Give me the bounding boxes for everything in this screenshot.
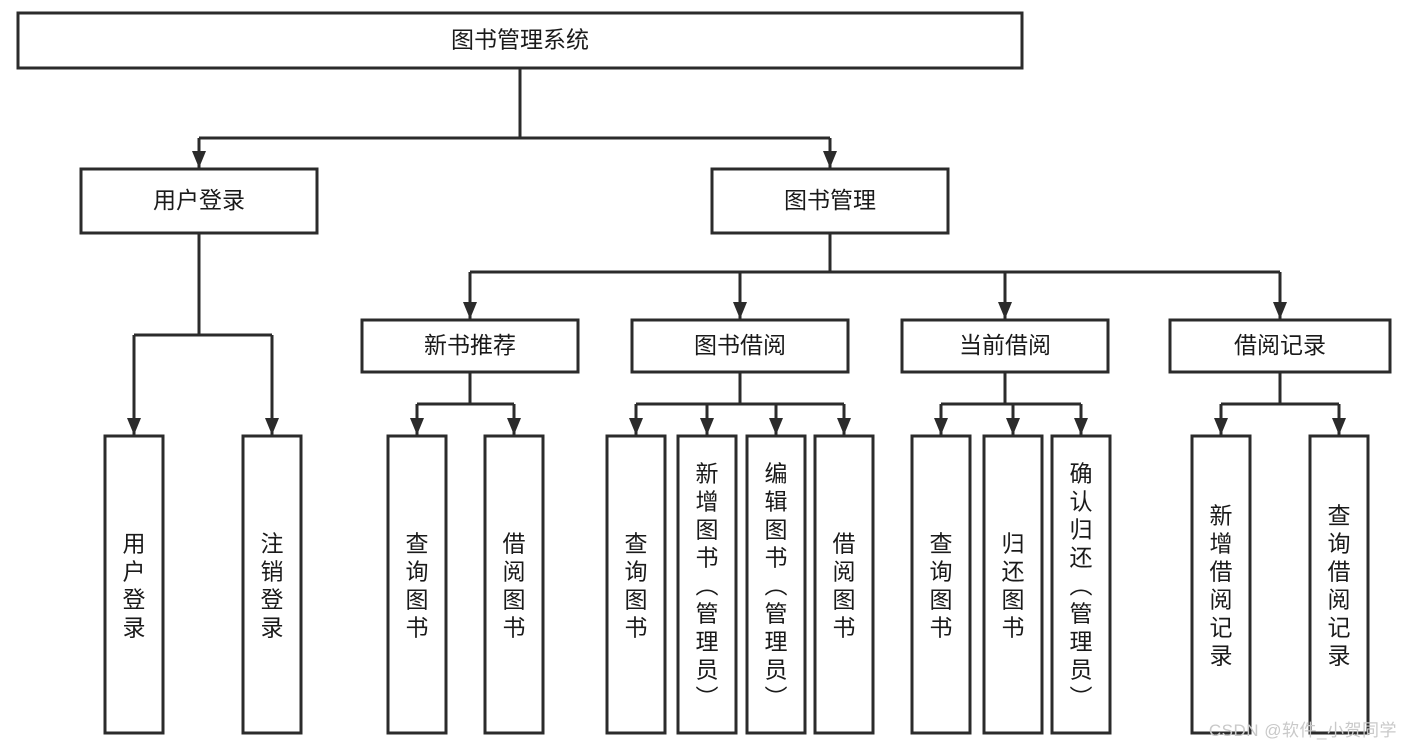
- connector-layer: [127, 68, 1346, 435]
- node-label: 归还图书: [1002, 530, 1025, 640]
- edge-group-root: [192, 68, 837, 168]
- arrow-head-icon: [507, 418, 521, 435]
- node-leaf-borrow-book-2[interactable]: 借阅图书: [813, 434, 875, 735]
- node-current-borrow[interactable]: 当前借阅: [900, 318, 1110, 374]
- node-leaf-query-book-1[interactable]: 查询图书: [386, 434, 448, 735]
- node-label: 图书管理: [784, 187, 876, 213]
- edge-group-new-book-recommend: [410, 372, 521, 435]
- node-label: 新增借阅记录: [1210, 502, 1233, 668]
- node-label: 借阅记录: [1234, 332, 1326, 358]
- arrow-head-icon: [934, 418, 948, 435]
- node-leaf-query-book-2[interactable]: 查询图书: [605, 434, 667, 735]
- node-leaf-query-book-3[interactable]: 查询图书: [910, 434, 972, 735]
- node-label: 查询图书: [625, 530, 648, 640]
- node-label: 查询借阅记录: [1328, 502, 1351, 668]
- arrow-head-icon: [410, 418, 424, 435]
- watermark-label: CSDN @软件_小贺同学: [1208, 721, 1397, 740]
- arrow-head-icon: [823, 151, 837, 168]
- node-label: 新书推荐: [424, 332, 516, 358]
- node-label: 确认归还︵管理员︶: [1070, 460, 1093, 710]
- arrow-head-icon: [1006, 418, 1020, 435]
- arrow-head-icon: [1074, 418, 1088, 435]
- node-label: 编辑图书︵管理员︶: [765, 460, 788, 710]
- node-label: 借阅图书: [833, 530, 856, 640]
- node-layer: 图书管理系统用户登录图书管理新书推荐图书借阅当前借阅借阅记录用户登录注销登录查询…: [16, 11, 1392, 735]
- edge-group-book-borrow: [629, 372, 851, 435]
- node-label: 图书借阅: [694, 332, 786, 358]
- node-leaf-user-login[interactable]: 用户登录: [103, 434, 165, 735]
- node-label: 当前借阅: [959, 332, 1051, 358]
- edge-group-current-borrow: [934, 372, 1088, 435]
- arrow-head-icon: [998, 302, 1012, 319]
- arrow-head-icon: [265, 418, 279, 435]
- arrow-head-icon: [769, 418, 783, 435]
- arrow-head-icon: [192, 151, 206, 168]
- node-label: 查询图书: [406, 530, 429, 640]
- arrow-head-icon: [837, 418, 851, 435]
- node-root[interactable]: 图书管理系统: [16, 11, 1024, 70]
- node-leaf-user-logout[interactable]: 注销登录: [241, 434, 303, 735]
- node-borrow-record[interactable]: 借阅记录: [1168, 318, 1392, 374]
- arrow-head-icon: [1332, 418, 1346, 435]
- edge-group-borrow-record: [1214, 372, 1346, 435]
- node-label: 用户登录: [153, 187, 245, 213]
- node-leaf-confirm-return[interactable]: 确认归还︵管理员︶: [1050, 434, 1112, 735]
- node-book-borrow[interactable]: 图书借阅: [630, 318, 850, 374]
- arrow-head-icon: [629, 418, 643, 435]
- node-leaf-edit-book[interactable]: 编辑图书︵管理员︶: [745, 434, 807, 735]
- node-leaf-add-book[interactable]: 新增图书︵管理员︶: [676, 434, 738, 735]
- node-label: 查询图书: [930, 530, 953, 640]
- node-label: 注销登录: [261, 530, 284, 640]
- node-label: 借阅图书: [503, 530, 526, 640]
- arrow-head-icon: [733, 302, 747, 319]
- node-label: 用户登录: [123, 530, 146, 640]
- arrow-head-icon: [127, 418, 141, 435]
- node-label: 图书管理系统: [451, 27, 589, 53]
- arrow-head-icon: [463, 302, 477, 319]
- node-new-book-recommend[interactable]: 新书推荐: [360, 318, 580, 374]
- node-leaf-return-book[interactable]: 归还图书: [982, 434, 1044, 735]
- edge-group-user-login: [127, 233, 279, 435]
- node-leaf-add-record[interactable]: 新增借阅记录: [1190, 434, 1252, 735]
- arrow-head-icon: [700, 418, 714, 435]
- node-user-login[interactable]: 用户登录: [79, 167, 319, 235]
- edge-group-book-manage: [463, 233, 1287, 319]
- arrow-head-icon: [1214, 418, 1228, 435]
- node-leaf-borrow-book-1[interactable]: 借阅图书: [483, 434, 545, 735]
- node-leaf-query-record[interactable]: 查询借阅记录: [1308, 434, 1370, 735]
- arrow-head-icon: [1273, 302, 1287, 319]
- node-book-manage[interactable]: 图书管理: [710, 167, 950, 235]
- node-label: 新增图书︵管理员︶: [696, 460, 719, 710]
